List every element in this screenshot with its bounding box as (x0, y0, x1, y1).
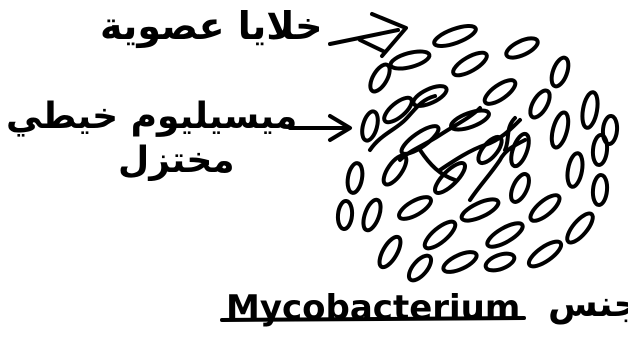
label-genus-prefix: جنس (548, 284, 628, 325)
rod-cell (405, 252, 435, 284)
label-mycelium-line2: مختزل (118, 140, 235, 181)
rod-cell (602, 115, 618, 144)
rod-cell (360, 198, 384, 233)
label-genus-name: Mycobacterium (226, 288, 520, 328)
rod-cell (380, 94, 415, 127)
rod-cell (563, 210, 597, 247)
rod-cell (450, 48, 490, 79)
rod-cell (481, 76, 519, 108)
rod-cell (507, 171, 532, 204)
rod-cell (565, 152, 585, 188)
rod-cell (359, 110, 380, 143)
rod-cell (484, 219, 526, 251)
rod-cell (525, 237, 564, 270)
rod-cell (346, 162, 365, 194)
rod-cell (389, 48, 431, 72)
rod-cell (396, 193, 434, 223)
bacteria-colony (337, 22, 618, 284)
rod-cell (459, 195, 501, 225)
rod-cell (484, 250, 517, 273)
rod-cell (441, 248, 480, 276)
label-mycelium-line1: ميسيليوم خيطي (6, 96, 297, 137)
rod-cell (337, 200, 353, 229)
rod-cell (527, 191, 564, 225)
arrow-to-mycelium (290, 116, 350, 140)
label-cells: خلايا عصوية (100, 4, 323, 48)
rod-cell (375, 234, 404, 270)
rod-cell (366, 62, 393, 95)
rod-cell (421, 217, 459, 252)
arrow-to-cells (330, 14, 406, 56)
rod-cell (504, 34, 541, 61)
rod-cell (432, 22, 478, 50)
rod-cell (580, 91, 600, 129)
rod-cell (526, 88, 553, 121)
rod-cell (449, 107, 491, 134)
rod-cell (549, 111, 572, 149)
rod-cell (592, 174, 609, 205)
rod-cell (548, 56, 571, 89)
